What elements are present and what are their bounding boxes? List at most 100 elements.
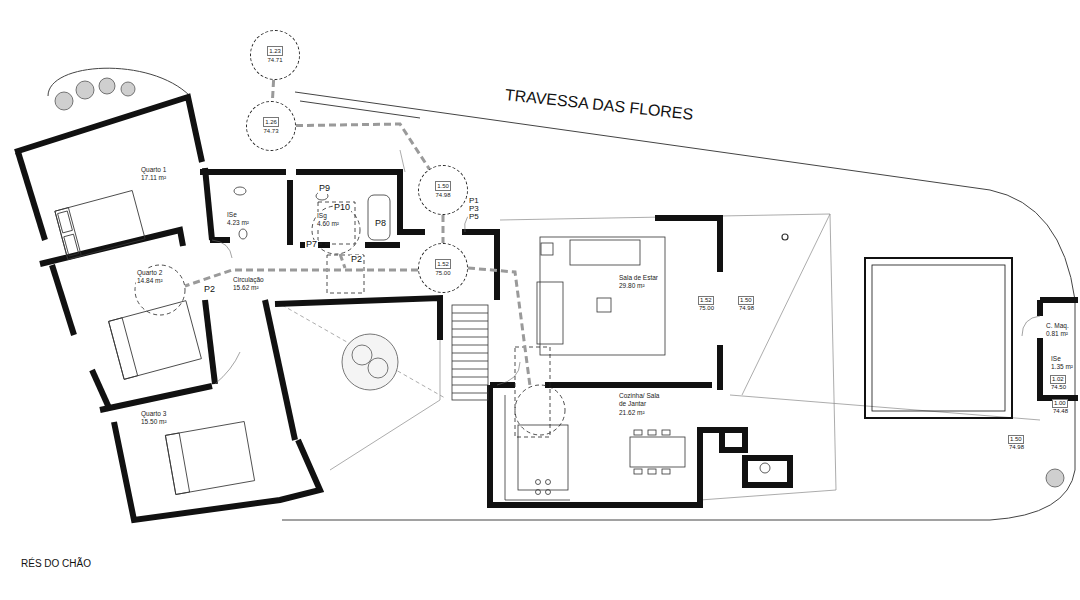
room-name: Quarto 2 — [136, 269, 163, 277]
ground-level: 74.73 — [262, 127, 279, 135]
callout-number: P8 — [374, 219, 387, 229]
furniture — [165, 433, 189, 495]
site-boundary — [48, 68, 190, 96]
room-area: 1.35 m² — [1050, 363, 1074, 371]
room-name: C. Maq. — [1045, 322, 1070, 330]
courtyard-tree — [342, 334, 398, 390]
wall — [205, 300, 215, 384]
furniture — [536, 480, 541, 485]
callout-number: P5 — [468, 213, 480, 222]
terrace-line — [282, 150, 1040, 500]
inspection-chamber: 1.2674.73 — [246, 101, 296, 151]
drain-pipe — [185, 270, 418, 286]
room-name: ISg — [316, 212, 328, 220]
wall — [18, 152, 45, 240]
pool — [872, 265, 1005, 411]
furniture — [546, 480, 551, 485]
site-boundary — [282, 92, 1075, 520]
pool — [865, 258, 1012, 418]
furniture — [662, 430, 670, 435]
furniture — [55, 208, 81, 260]
wall — [722, 430, 745, 450]
terrace-line — [330, 300, 440, 470]
room-area: 15.50 m² — [140, 418, 168, 426]
terrace-line — [400, 150, 405, 172]
inspection-marker — [135, 202, 565, 437]
room-name: Sala de Estar — [618, 274, 659, 282]
room-name: Quarto 3 — [140, 410, 167, 418]
shrub — [76, 81, 94, 99]
room-area: 15.62 m² — [232, 284, 260, 292]
courtyard-tree — [368, 358, 388, 378]
room-label: Quarto 117.11 m² — [140, 166, 167, 183]
room-area: 21.62 m² — [618, 409, 646, 417]
wall — [545, 382, 712, 388]
wall — [275, 298, 440, 340]
invert-level: 1.23 — [267, 46, 283, 56]
room-area: 4.60 m² — [316, 220, 340, 228]
inspection-chamber: 1.2374.71 — [250, 30, 300, 80]
terrace-line — [282, 305, 445, 398]
level-mark: 1.50 — [1008, 435, 1024, 444]
callout-number: P9 — [318, 184, 331, 194]
furniture — [64, 234, 79, 256]
furniture — [368, 195, 390, 240]
inspection-marker — [327, 255, 364, 293]
furniture — [662, 469, 670, 474]
drain-pipe — [468, 268, 530, 386]
terrace-line — [730, 395, 1040, 420]
furniture — [760, 463, 770, 473]
furniture — [648, 469, 656, 474]
room-label: Sala de Estar29.80 m² — [618, 274, 659, 291]
furniture — [109, 318, 138, 380]
callout-number: P7 — [305, 240, 318, 250]
callout-number: P2 — [350, 255, 363, 265]
room-label: ISg4.60 m² — [316, 212, 340, 229]
invert-level: 1.52 — [435, 259, 451, 269]
room-label: C. Maq.0.81 m² — [1045, 322, 1070, 339]
wall — [265, 300, 295, 440]
wall — [1040, 338, 1078, 398]
furniture — [165, 422, 254, 495]
room-area: 29.80 m² — [618, 282, 646, 290]
wall — [114, 422, 320, 520]
level-mark: 1.50 — [738, 296, 754, 305]
courtyard-tree — [342, 334, 398, 390]
door-swing — [1022, 316, 1040, 336]
inspection-marker — [515, 347, 550, 437]
ground-level: 74.98 — [434, 191, 451, 199]
drain-pipe — [272, 80, 273, 101]
pool — [865, 258, 1012, 418]
room-name: Quarto 1 — [140, 166, 167, 174]
room-name: Circulação — [232, 276, 265, 284]
level-mark: 74.50 — [1050, 384, 1067, 391]
furniture — [452, 305, 488, 400]
furniture — [536, 490, 541, 495]
wall — [15, 97, 1078, 520]
furniture — [634, 469, 642, 474]
room-label: Cozinha/ Sala de Jantar21.62 m² — [618, 392, 668, 417]
level-mark: 1.02 — [1050, 375, 1066, 384]
callout-number: P2 — [203, 285, 216, 295]
level-mark: 74.98 — [738, 305, 755, 312]
drain-pipe — [340, 254, 345, 268]
level-mark: 75.00 — [698, 305, 715, 312]
wall — [52, 265, 74, 335]
wall — [490, 385, 720, 505]
room-label: Circulação15.62 m² — [232, 276, 265, 293]
wall — [490, 382, 515, 388]
furniture — [630, 437, 685, 467]
room-name: Cozinha/ Sala de Jantar — [618, 392, 668, 409]
wall — [717, 345, 723, 390]
room-name: ISe — [1050, 355, 1062, 363]
level-mark: 74.98 — [1008, 444, 1025, 451]
wall — [200, 169, 286, 175]
inspection-marker — [515, 385, 565, 435]
drain-pipe — [296, 124, 429, 169]
furniture — [597, 298, 611, 312]
room-label: ISe1.35 m² — [1050, 355, 1074, 372]
furniture — [452, 313, 488, 393]
door-swing — [497, 362, 520, 385]
furniture — [55, 187, 788, 500]
site-boundary — [300, 101, 420, 118]
